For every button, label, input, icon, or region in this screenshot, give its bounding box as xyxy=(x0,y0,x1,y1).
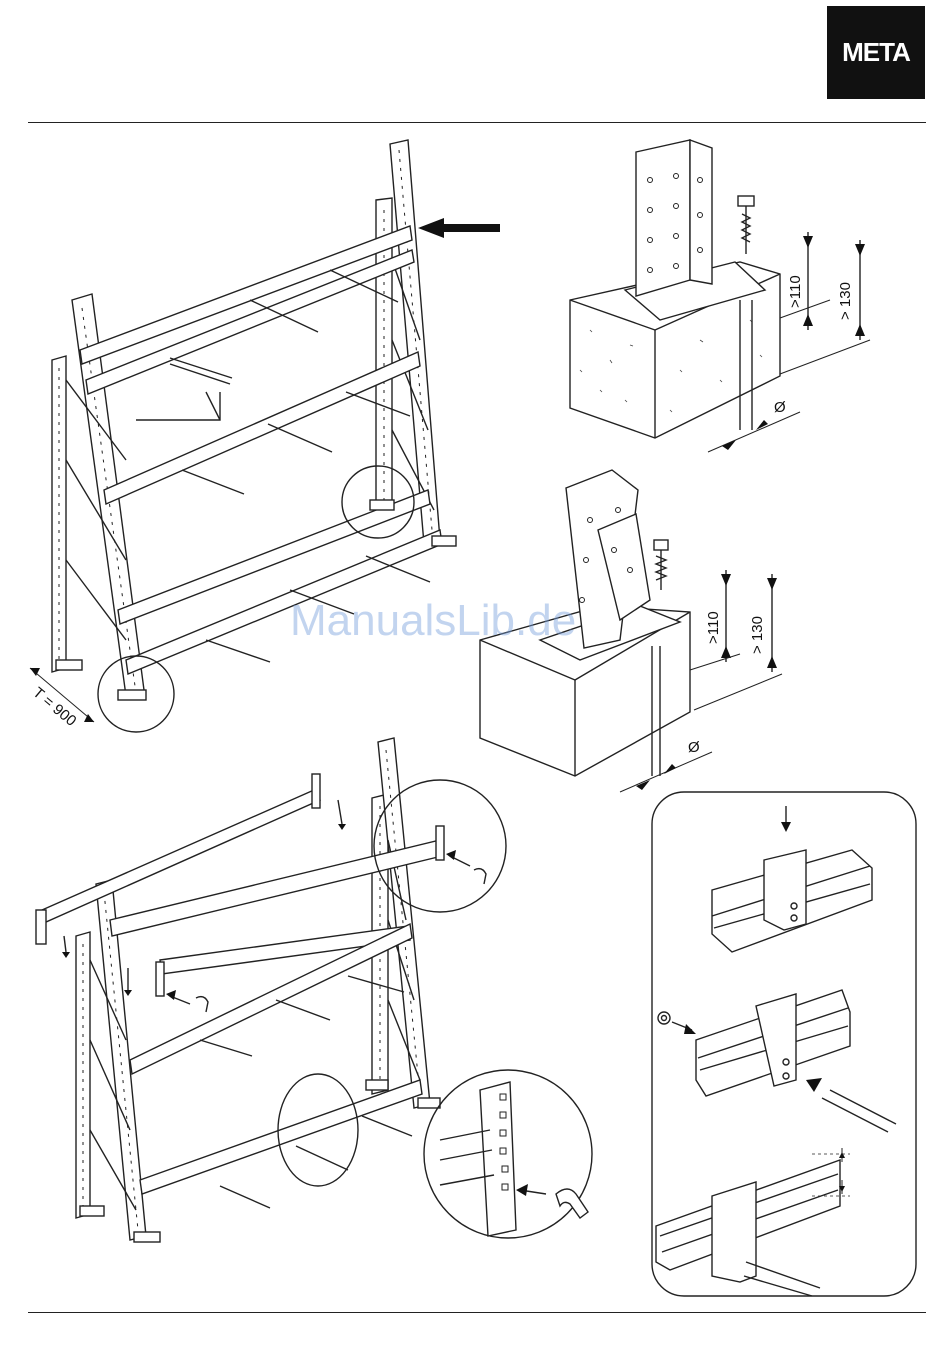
block-min-label-1: > 130 xyxy=(837,282,854,320)
depth-dimension-label: T = 900 xyxy=(29,684,79,730)
figure-anchor-straight: >110 > 130 Ø xyxy=(570,140,870,452)
embed-min-label-2: >110 xyxy=(705,611,722,644)
embed-min-label-1: >110 xyxy=(787,275,804,308)
figure-beam-installation xyxy=(36,738,592,1242)
block-min-label-2: > 130 xyxy=(749,616,766,654)
figure-beam-clip-detail xyxy=(652,792,916,1296)
watermark: ManualsLib.de xyxy=(290,596,576,646)
diameter-symbol-2: Ø xyxy=(688,739,700,756)
diameter-symbol-1: Ø xyxy=(774,399,786,416)
